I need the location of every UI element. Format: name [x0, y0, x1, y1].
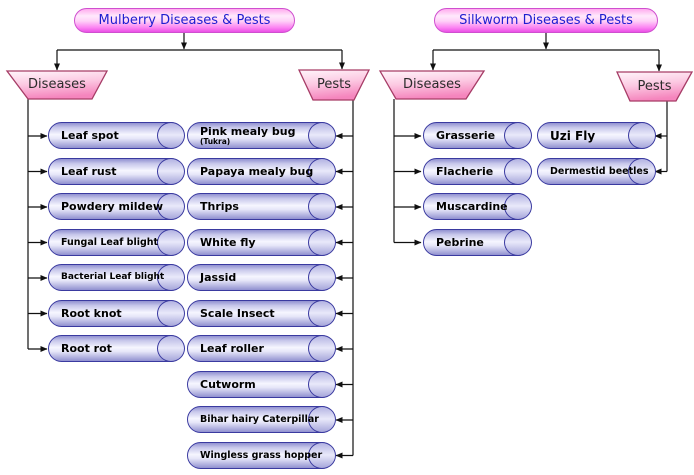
- node-muscardine: Muscardine: [423, 192, 532, 220]
- cylinder-cap: [627, 157, 656, 185]
- node-cutworm: Cutworm: [187, 370, 336, 398]
- mulberry-title-node: Mulberry Diseases & Pests: [74, 8, 295, 33]
- mulberry-diseases-branch: Diseases: [7, 71, 107, 98]
- branch-label: Pests: [316, 77, 352, 92]
- node-thrips: Thrips: [187, 192, 336, 220]
- node-label: Scale Insect: [200, 307, 275, 320]
- node-pink-mealy-bug: Pink mealy bug (Tukra): [187, 121, 336, 149]
- cylinder-cap: [503, 121, 532, 149]
- node-label: Uzi Fly: [550, 128, 596, 143]
- node-label: Papaya mealy bug: [200, 165, 314, 178]
- node-bacterial-leaf-blight: Bacterial Leaf blight: [48, 263, 185, 291]
- cylinder-cap: [307, 405, 336, 433]
- node-label: Root rot: [61, 342, 112, 355]
- cylinder-cap: [307, 263, 336, 291]
- silkworm-diseases-branch-shape: [378, 70, 486, 100]
- cylinder-cap: [307, 370, 336, 398]
- node-bihar-hairy-caterpillar: Bihar hairy Caterpillar: [187, 405, 336, 433]
- cylinder-cap: [156, 192, 185, 220]
- cylinder-cap: [156, 334, 185, 362]
- node-uzi-fly: Uzi Fly: [537, 121, 656, 149]
- node-label: Bihar hairy Caterpillar: [200, 413, 319, 425]
- cylinder-cap: [503, 228, 532, 256]
- cylinder-cap: [503, 157, 532, 185]
- branch-label: Diseases: [28, 77, 86, 92]
- mulberry-diseases-branch-shape: [5, 70, 109, 100]
- node-grasserie: Grasserie: [423, 121, 532, 149]
- node-leaf-spot: Leaf spot: [48, 121, 185, 149]
- node-label: Leaf spot: [61, 129, 119, 142]
- node-papaya-mealy-bug: Papaya mealy bug: [187, 157, 336, 185]
- cylinder-cap: [307, 299, 336, 327]
- cylinder-cap: [156, 263, 185, 291]
- node-label: Jassid: [200, 271, 237, 284]
- node-fungal-leaf-blight: Fungal Leaf blight: [48, 228, 185, 256]
- node-label: Pebrine: [436, 236, 484, 249]
- silkworm-title-label: Silkworm Diseases & Pests: [459, 13, 633, 28]
- cylinder-cap: [307, 157, 336, 185]
- node-label: Grasserie: [436, 129, 496, 142]
- node-powdery-mildew: Powdery mildew: [48, 192, 185, 220]
- silkworm-title-node: Silkworm Diseases & Pests: [434, 8, 658, 33]
- mulberry-pests-branch-shape: [297, 69, 371, 101]
- node-root-rot: Root rot: [48, 334, 185, 362]
- cylinder-cap: [503, 192, 532, 220]
- node-label: Wingless grass hopper: [200, 449, 323, 461]
- node-label-main: Pink mealy bug: [200, 124, 296, 138]
- cylinder-cap: [156, 299, 185, 327]
- node-label: Bacterial Leaf blight: [61, 272, 165, 282]
- cylinder-cap: [156, 228, 185, 256]
- node-label: Fungal Leaf blight: [61, 236, 159, 248]
- node-leaf-roller: Leaf roller: [187, 334, 336, 362]
- node-label: Powdery mildew: [61, 200, 164, 213]
- node-scale-insect: Scale Insect: [187, 299, 336, 327]
- node-flacherie: Flacherie: [423, 157, 532, 185]
- branch-label: Pests: [637, 78, 672, 94]
- node-white-fly: White fly: [187, 228, 336, 256]
- silkworm-pests-branch: Pests: [617, 72, 692, 100]
- cylinder-cap: [307, 192, 336, 220]
- node-jassid: Jassid: [187, 263, 336, 291]
- silkworm-pests-branch-shape: [615, 71, 694, 102]
- node-pebrine: Pebrine: [423, 228, 532, 256]
- node-label: Flacherie: [436, 165, 494, 178]
- node-label-note: (Tukra): [200, 136, 231, 146]
- cylinder-cap: [156, 121, 185, 149]
- node-label: White fly: [200, 236, 256, 249]
- mulberry-title-label: Mulberry Diseases & Pests: [98, 13, 271, 28]
- cylinder-cap: [307, 334, 336, 362]
- mulberry-pests-branch: Pests: [299, 70, 369, 99]
- cylinder-cap: [307, 441, 336, 469]
- node-label: Leaf rust: [61, 165, 117, 178]
- node-root-knot: Root knot: [48, 299, 185, 327]
- cylinder-cap: [307, 228, 336, 256]
- node-label: Cutworm: [200, 378, 256, 391]
- node-label: Root knot: [61, 307, 122, 320]
- node-wingless-grass-hopper: Wingless grass hopper: [187, 441, 336, 469]
- node-label: Thrips: [200, 200, 239, 213]
- node-leaf-rust: Leaf rust: [48, 157, 185, 185]
- node-label: Muscardine: [436, 200, 508, 213]
- cylinder-cap: [307, 121, 336, 149]
- silkworm-diseases-branch: Diseases: [380, 71, 484, 98]
- cylinder-cap: [627, 121, 656, 149]
- branch-label: Diseases: [403, 77, 461, 92]
- node-label: Pink mealy bug (Tukra): [200, 123, 296, 148]
- node-dermestid-beetles: Dermestid beetles: [537, 157, 656, 185]
- node-label: Dermestid beetles: [550, 165, 649, 177]
- cylinder-cap: [156, 157, 185, 185]
- node-label: Leaf roller: [200, 342, 264, 355]
